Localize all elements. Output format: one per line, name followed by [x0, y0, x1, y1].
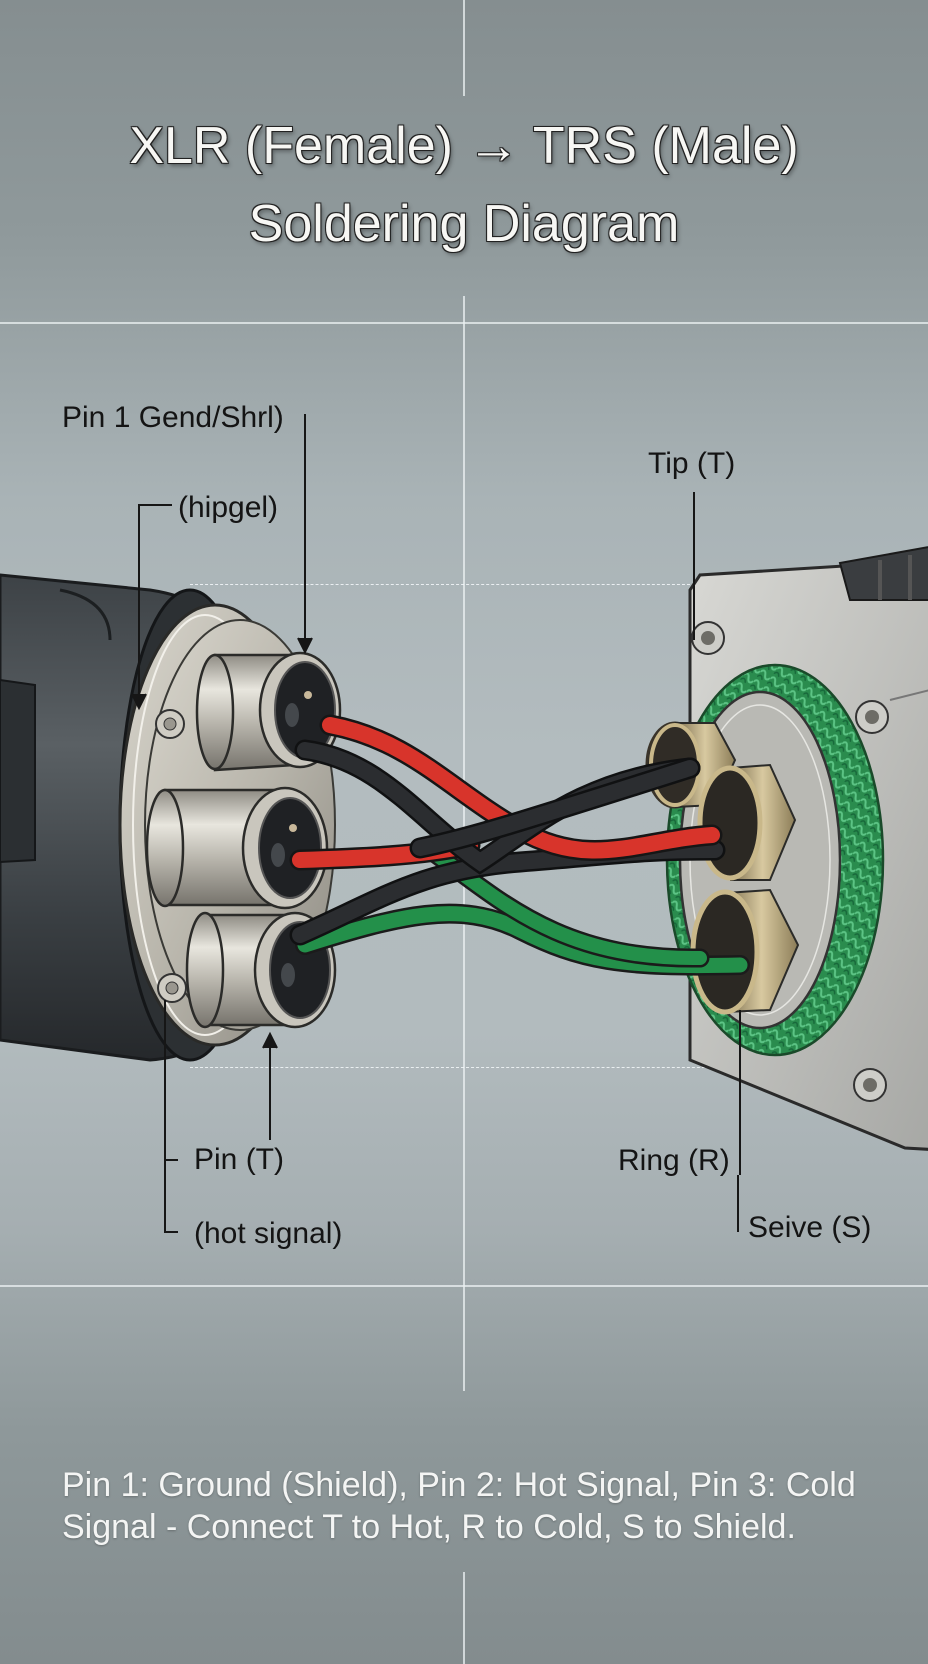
xlr-pin-socket-top [195, 651, 342, 772]
title-line-1: XLR (Female) → TRS (Male) [129, 116, 800, 175]
dashed-guide-lower [190, 1067, 730, 1068]
trs-male-connector [645, 546, 928, 1151]
wiring-caption: Pin 1: Ground (Shield), Pin 2: Hot Signa… [62, 1466, 856, 1546]
label-pin-t: Pin (T) [194, 1143, 284, 1176]
label-pin1-ground-shield: Pin 1 Gend/Shrl) [62, 401, 284, 434]
title-line-2: Soldering Diagram [248, 194, 680, 253]
horizontal-guide-bottom [0, 1285, 928, 1287]
label-sleeve: Seive (S) [748, 1211, 872, 1244]
xlr-pin-socket-middle [145, 786, 329, 910]
leader-hot-bottom [164, 1000, 178, 1233]
label-tip: Tip (T) [648, 447, 736, 480]
label-ring: Ring (R) [618, 1144, 730, 1177]
leader-lines [131, 414, 741, 1233]
label-hot-signal-top: (hipgel) [178, 491, 279, 524]
dashed-guide-upper [190, 584, 690, 585]
label-hot-signal-bottom: (hot signal) [194, 1217, 343, 1250]
leader-hot-top [138, 504, 172, 705]
trs-terminal-sleeve [690, 888, 800, 1015]
vertical-guide-top [463, 0, 465, 96]
xlr-female-connector [0, 573, 342, 1062]
wires [289, 714, 750, 976]
vertical-guide-bottom [463, 1572, 465, 1664]
